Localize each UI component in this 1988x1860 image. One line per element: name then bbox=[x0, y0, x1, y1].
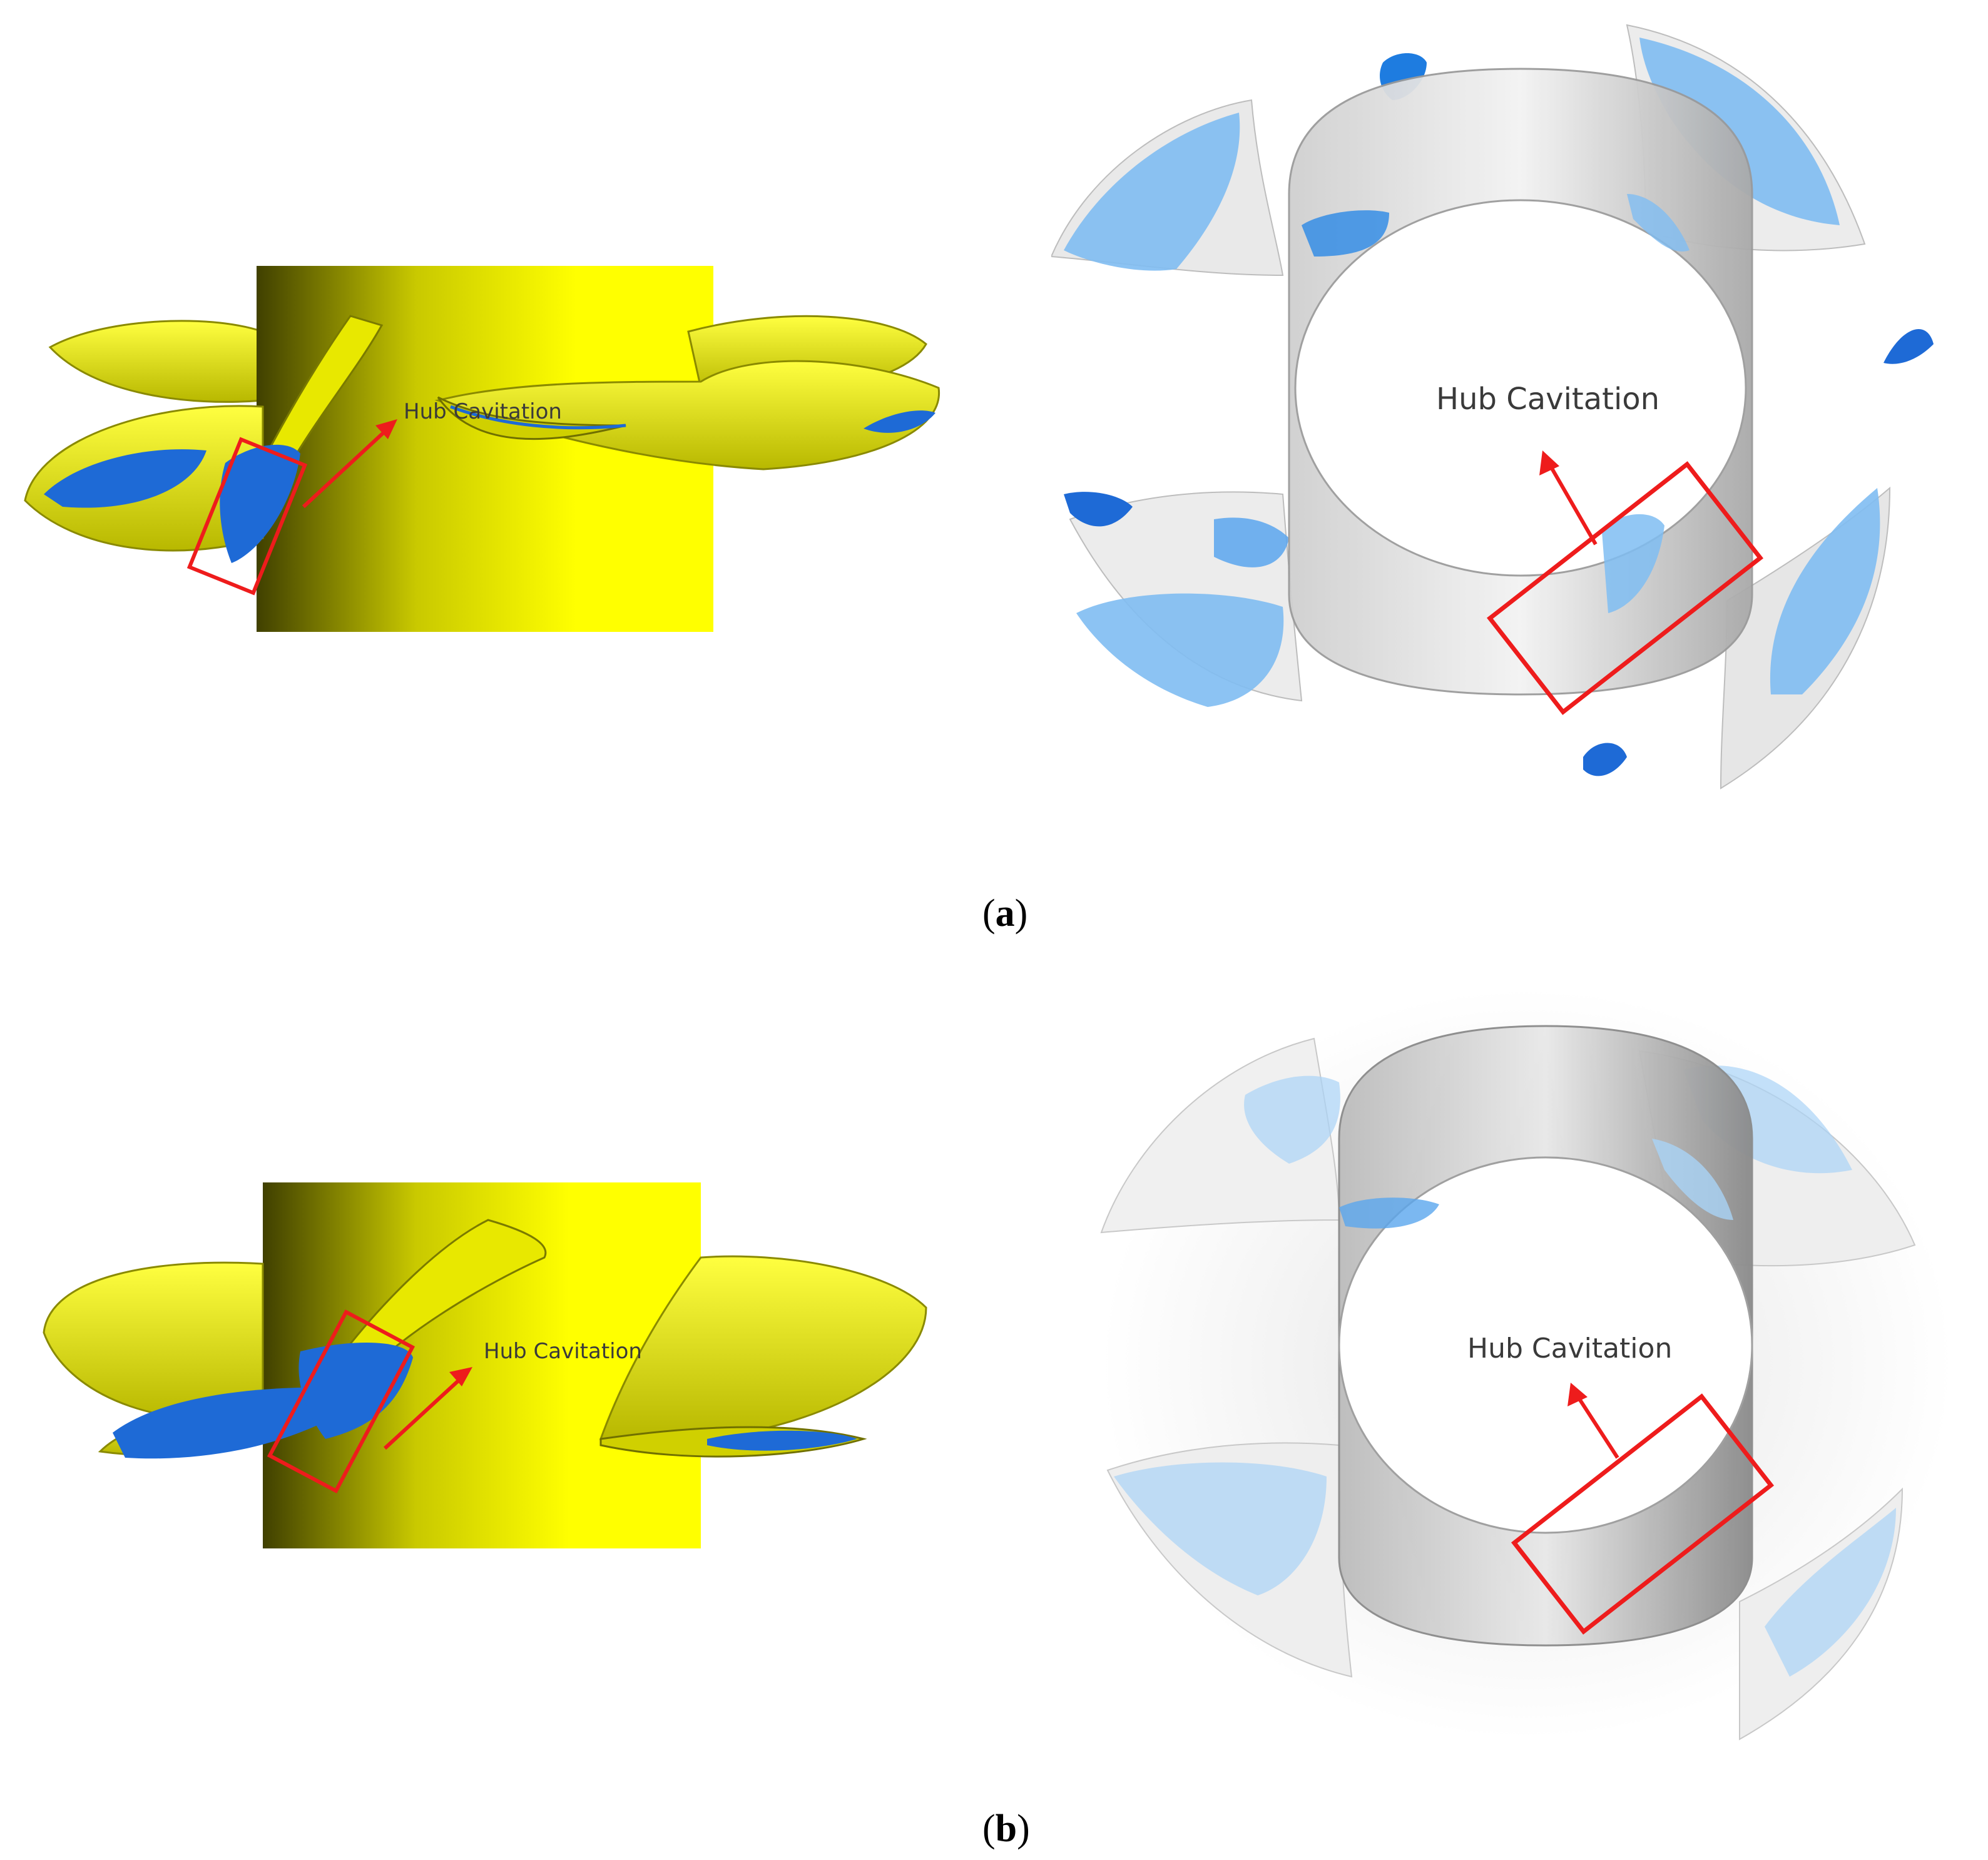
callout-arrow-line bbox=[302, 427, 390, 509]
blade-front-right bbox=[434, 360, 940, 470]
panel-a-side-view: Hub Cavitation bbox=[0, 238, 976, 676]
hub-cavitation-highlight-box bbox=[267, 1309, 415, 1494]
callout-arrow-head bbox=[375, 419, 397, 439]
hub-cavitation-label-a-side: Hub Cavitation bbox=[404, 399, 562, 424]
blade-back-left bbox=[48, 320, 264, 403]
cavity-dark-right bbox=[1884, 329, 1934, 364]
cavity-hub-right bbox=[1652, 1139, 1733, 1220]
hub-body bbox=[263, 1182, 701, 1548]
callout-arrow-head bbox=[1567, 1383, 1588, 1406]
cavity-top-left bbox=[1064, 113, 1240, 271]
hub-cavity-patch bbox=[298, 1343, 413, 1439]
cavity-bottom-left bbox=[1114, 1462, 1327, 1595]
cavity-bottom-left bbox=[1076, 593, 1284, 707]
cavity-dark-bottom bbox=[1583, 743, 1627, 776]
blade-left bbox=[43, 1261, 264, 1421]
cavity-hub-right bbox=[1627, 194, 1690, 252]
cavity-left-blade bbox=[44, 449, 206, 508]
cavity-bottom-right bbox=[1765, 1508, 1896, 1677]
panel-b-side-view: Hub Cavitation bbox=[0, 1164, 976, 1577]
cavity-hub-top bbox=[1339, 1197, 1439, 1229]
hub-bore bbox=[1294, 199, 1747, 577]
hub-cavitation-label-b-side: Hub Cavitation bbox=[484, 1339, 642, 1364]
cavity-dark-left bbox=[1064, 492, 1133, 527]
cavity-top-right bbox=[1639, 38, 1840, 225]
impeller-front-view-b bbox=[1100, 988, 1952, 1741]
hub-cavitation-highlight-box bbox=[1486, 461, 1764, 715]
callout-arrow-line bbox=[1575, 1394, 1619, 1459]
cavity-right-lower bbox=[707, 1430, 857, 1451]
hub-cavitation-label-a-front: Hub Cavitation bbox=[1436, 382, 1660, 417]
cavity-hub-bottom-right bbox=[1602, 514, 1664, 613]
callout-arrow-line bbox=[1547, 462, 1598, 546]
hub-cavity-patch bbox=[220, 444, 300, 563]
impeller-front-view-a bbox=[1051, 24, 1934, 790]
cavity-right-tip bbox=[864, 410, 935, 433]
callout-arrow-line bbox=[383, 1375, 465, 1450]
panel-a-front-view: Hub Cavitation bbox=[1051, 13, 1977, 813]
caption-b: (b) bbox=[982, 1807, 1030, 1850]
propeller-side-view-b bbox=[43, 1182, 927, 1548]
propeller-side-view-a bbox=[24, 266, 940, 632]
cavity-top-left bbox=[1244, 1075, 1340, 1164]
caption-a: (a) bbox=[982, 892, 1028, 935]
cavity-hub-top bbox=[1302, 210, 1389, 257]
hub-cavitation-highlight-box bbox=[186, 437, 308, 596]
callout-arrow-head bbox=[449, 1367, 472, 1386]
cavity-left-mid bbox=[1214, 517, 1289, 567]
hub-cavitation-highlight-box bbox=[1511, 1393, 1775, 1635]
hub-cavitation-label-b-front: Hub Cavitation bbox=[1467, 1333, 1673, 1365]
cavity-right-edge bbox=[450, 405, 626, 430]
callout-arrow-head bbox=[1539, 450, 1559, 475]
cavity-bottom-right bbox=[1770, 488, 1880, 694]
panel-b-front-view: Hub Cavitation bbox=[1089, 957, 1977, 1746]
